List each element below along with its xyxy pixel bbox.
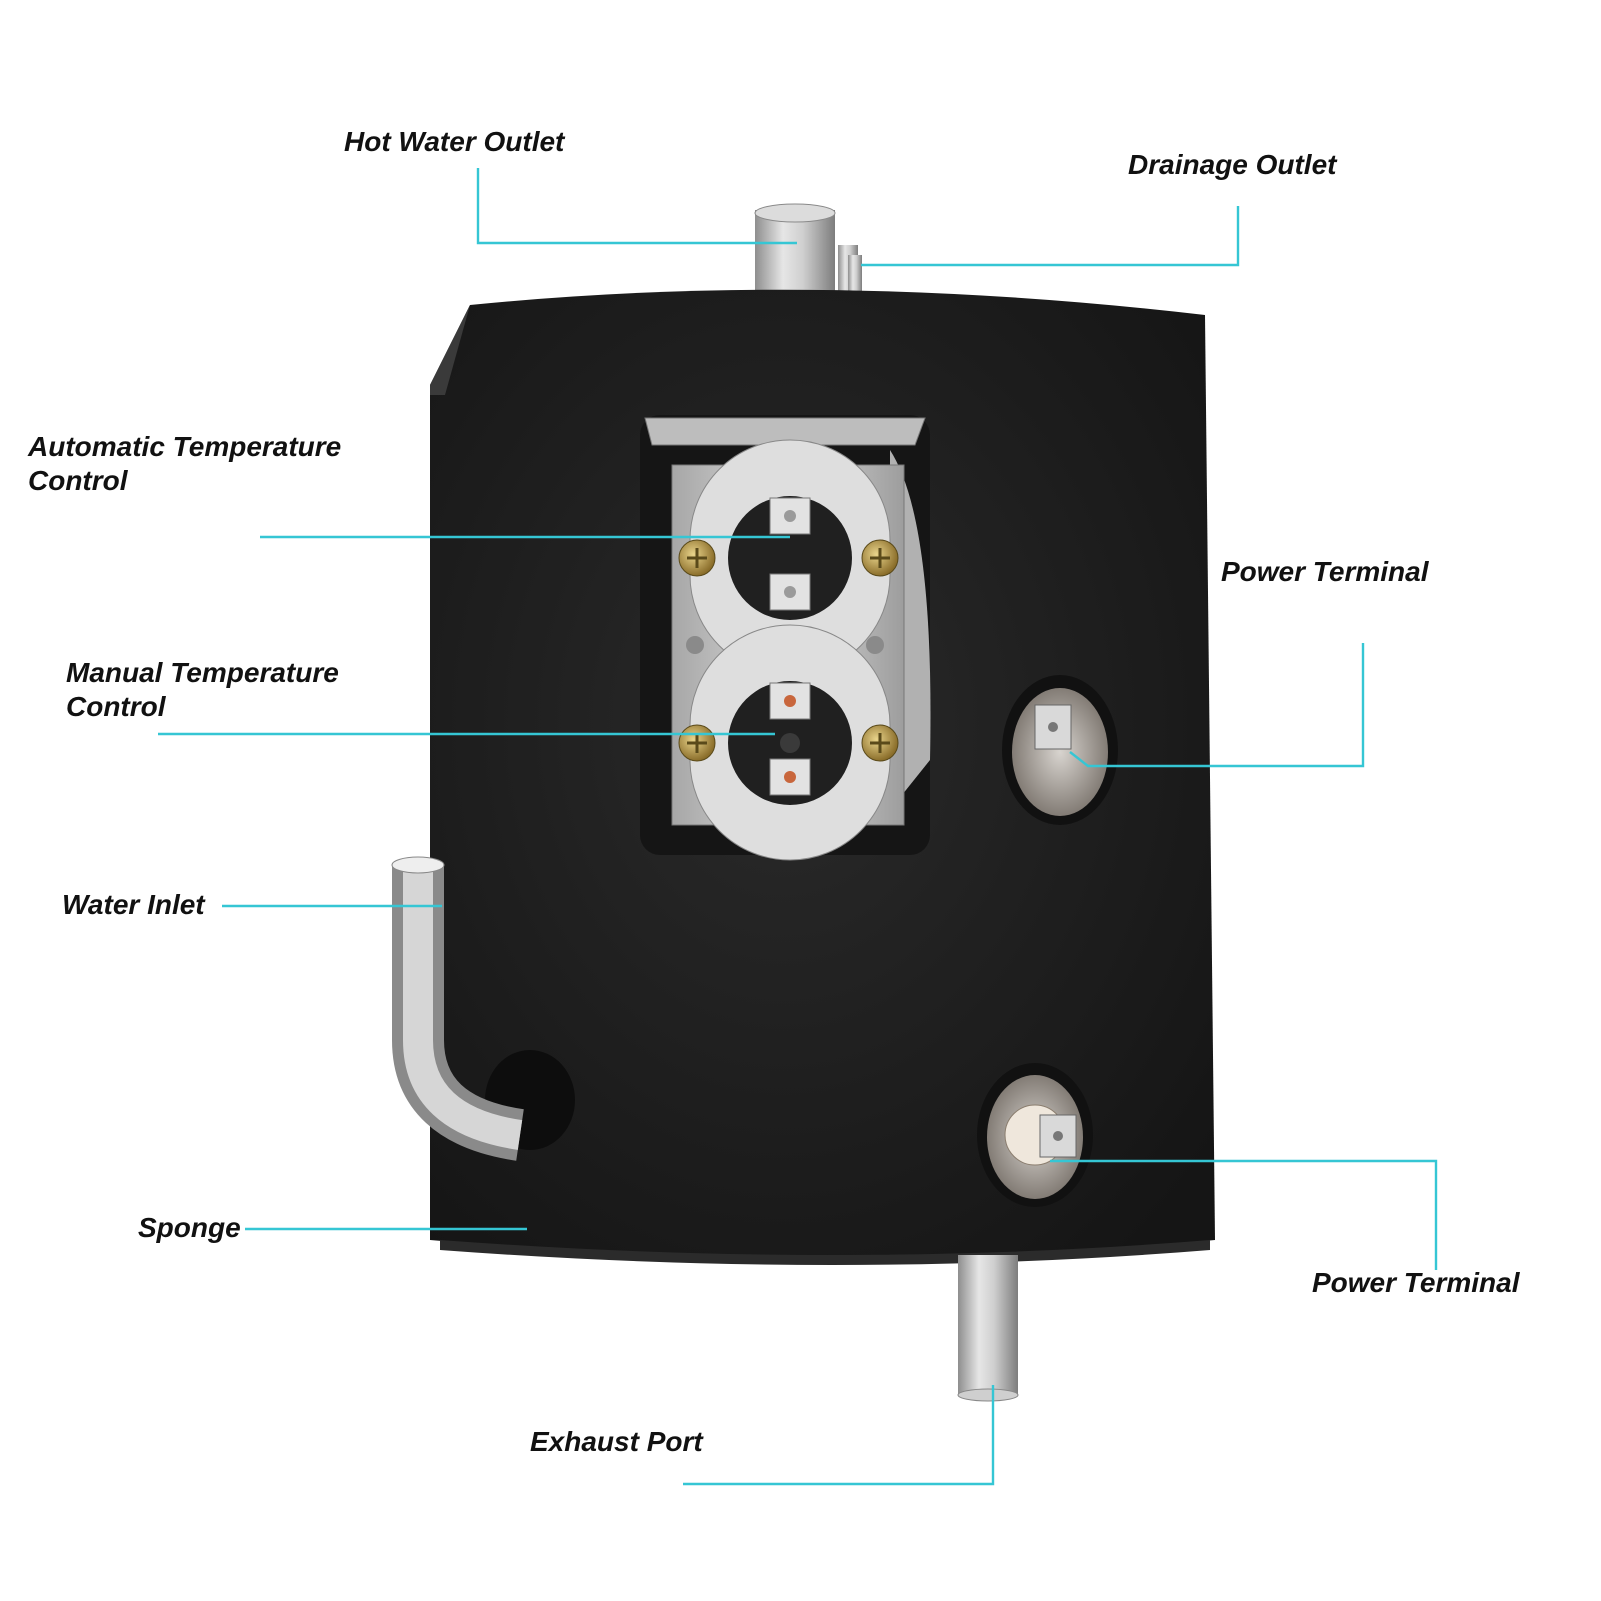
label-manual-temperature-control: Manual Temperature Control bbox=[66, 656, 339, 724]
lower-power-terminal bbox=[977, 1063, 1093, 1207]
label-drainage-outlet: Drainage Outlet bbox=[1128, 149, 1337, 180]
hot-water-outlet-pipe bbox=[754, 203, 836, 305]
water-inlet-pipe bbox=[391, 856, 575, 1161]
label-hot-water-outlet: Hot Water Outlet bbox=[344, 126, 565, 157]
label-manual-temperature-control-line-1: Manual Temperature bbox=[66, 657, 339, 688]
label-sponge: Sponge bbox=[138, 1212, 241, 1243]
leader-hot-water-outlet bbox=[476, 168, 797, 245]
leader-drainage-outlet bbox=[861, 206, 1240, 267]
label-power-terminal-upper: Power Terminal bbox=[1221, 556, 1429, 587]
label-exhaust-port: Exhaust Port bbox=[530, 1426, 703, 1457]
label-power-terminal-lower: Power Terminal bbox=[1312, 1267, 1520, 1298]
leader-power-terminal-lower bbox=[1050, 1159, 1438, 1270]
label-automatic-temperature-control: Automatic Temperature Control bbox=[28, 430, 341, 498]
leader-exhaust-port bbox=[683, 1385, 995, 1486]
label-manual-temperature-control-line-2: Control bbox=[66, 691, 166, 722]
leader-power-terminal-upper bbox=[1069, 643, 1365, 768]
exhaust-port-pipe bbox=[957, 1255, 1019, 1402]
label-water-inlet: Water Inlet bbox=[62, 889, 205, 920]
automatic-thermostat bbox=[678, 439, 899, 676]
upper-power-terminal bbox=[1002, 675, 1118, 825]
label-automatic-temperature-control-line-2: Control bbox=[28, 465, 128, 496]
label-automatic-temperature-control-line-1: Automatic Temperature bbox=[28, 431, 342, 462]
